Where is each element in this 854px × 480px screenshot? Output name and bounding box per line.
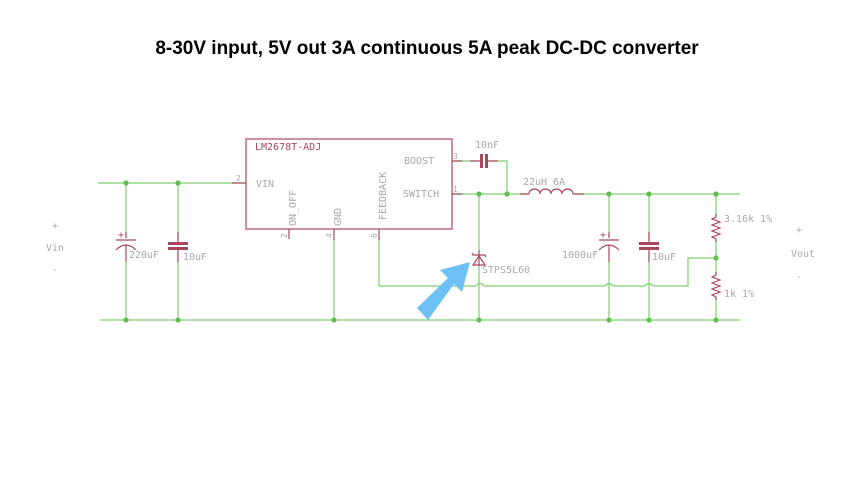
- output-port: + Vout -: [791, 225, 815, 283]
- resistor-zigzag: [710, 272, 722, 300]
- schottky-diode[interactable]: STPS5L60: [471, 250, 530, 276]
- pin-label-feedback: FEEDBACK: [378, 172, 389, 220]
- capacitor-10uf-output[interactable]: 10uF: [639, 232, 676, 263]
- inductor-coil: [528, 188, 574, 195]
- inductor-value: 22uH 6A: [523, 177, 565, 188]
- junction: [331, 317, 337, 323]
- junction: [646, 191, 652, 197]
- resistor-3.16k[interactable]: 3.16k 1%: [710, 214, 772, 242]
- diode-part: STPS5L60: [482, 265, 530, 276]
- junction: [606, 191, 612, 197]
- input-plus: +: [52, 221, 58, 232]
- pin-label-on-off: ON_OFF: [288, 190, 299, 226]
- output-plus: +: [796, 225, 802, 236]
- junction: [175, 317, 181, 323]
- arrow-shape: [417, 262, 470, 320]
- cap-value: 10uF: [652, 252, 676, 263]
- junction: [476, 191, 482, 197]
- resistor-zigzag: [710, 214, 722, 242]
- junction: [713, 317, 719, 323]
- wire-crossover: [475, 282, 485, 287]
- pin-label-switch: SWITCH: [403, 189, 439, 200]
- junctions: [123, 180, 719, 323]
- pin-number: 6: [370, 233, 379, 238]
- junction: [606, 317, 612, 323]
- capacitor-220uf[interactable]: + 220uF: [115, 230, 159, 262]
- junction: [646, 317, 652, 323]
- pin-number: 4: [325, 233, 334, 238]
- cap-plate: [480, 154, 483, 168]
- wires: [98, 160, 740, 321]
- pin-number: 2: [236, 174, 241, 183]
- ic-name: LM2678T-ADJ: [255, 142, 321, 153]
- cap-value: 10uF: [183, 252, 207, 263]
- input-port: + Vin -: [46, 221, 64, 276]
- cap-value: 10nF: [475, 140, 499, 151]
- junction: [175, 180, 181, 186]
- pin-label-vin: VIN: [256, 179, 274, 190]
- wire-feedback: [653, 257, 716, 287]
- pin-label-boost: BOOST: [404, 156, 434, 167]
- cap-value: 1000uF: [562, 250, 598, 261]
- capacitor-10nf-boost[interactable]: 10nF: [470, 140, 499, 168]
- pin-number: 2: [280, 233, 289, 238]
- diagram-title: 8-30V input, 5V out 3A continuous 5A pea…: [155, 38, 699, 59]
- polarity-plus: +: [600, 230, 606, 241]
- pin-number: 1: [453, 185, 458, 194]
- cap-plate: [639, 242, 659, 245]
- polarity-plus: +: [118, 230, 124, 241]
- junction: [476, 317, 482, 323]
- resistor-value: 3.16k 1%: [724, 214, 772, 225]
- junction: [123, 317, 129, 323]
- junction: [123, 180, 129, 186]
- output-minus: -: [796, 272, 802, 283]
- output-label: Vout: [791, 249, 815, 260]
- pin-number: 3: [453, 152, 458, 161]
- wire: [490, 160, 508, 194]
- resistor-value: 1k 1%: [724, 289, 754, 300]
- pin-label-gnd: GND: [333, 208, 344, 226]
- highlight-arrow-icon: [417, 262, 470, 320]
- resistor-1k[interactable]: 1k 1%: [710, 272, 754, 300]
- capacitor-10uf-input[interactable]: 10uF: [168, 232, 207, 263]
- inductor[interactable]: 22uH 6A: [520, 177, 584, 195]
- input-label: Vin: [46, 243, 64, 254]
- capacitor-1000uf[interactable]: + 1000uF: [562, 230, 620, 262]
- junction: [713, 191, 719, 197]
- ic-body: [245, 138, 453, 230]
- junction: [713, 255, 719, 261]
- cap-plate: [639, 247, 659, 250]
- cap-value: 220uF: [129, 250, 159, 261]
- cap-plate: [168, 242, 188, 245]
- cap-plate: [485, 154, 488, 168]
- cap-plate: [168, 247, 188, 250]
- ic-lm2678[interactable]: LM2678T-ADJ VIN BOOST SWITCH ON_OFF GND …: [232, 138, 462, 240]
- junction: [504, 191, 510, 197]
- input-minus: -: [52, 265, 58, 276]
